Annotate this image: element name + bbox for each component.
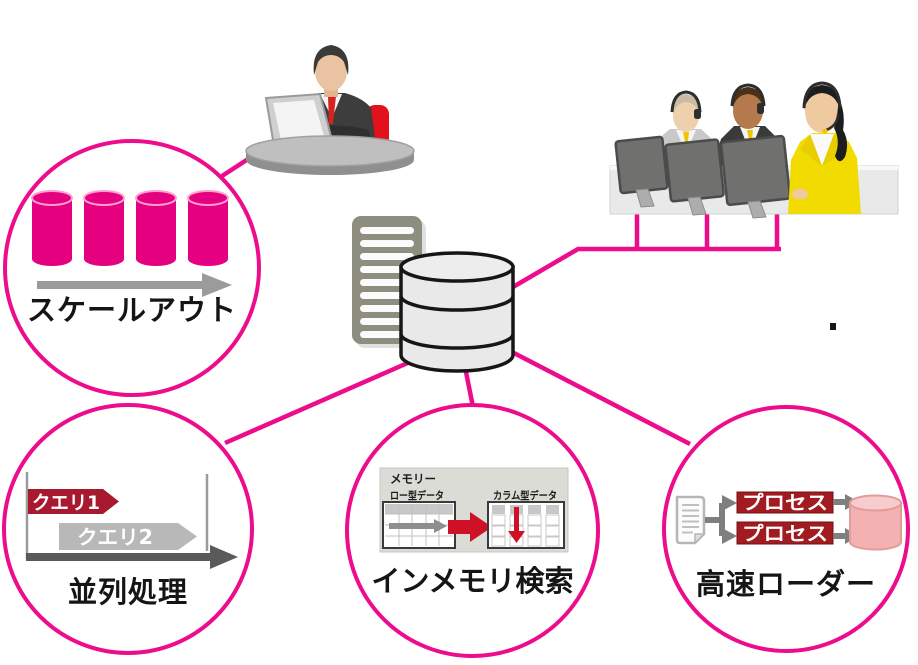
red-tie (328, 96, 336, 124)
inmemory-search-label: インメモリ検索 (371, 564, 574, 598)
parallel-processing-label: 並列処理 (67, 575, 188, 609)
round-table (245, 135, 415, 175)
connector-line (461, 361, 476, 408)
fast-loader-label: 高速ローダー (695, 567, 876, 601)
hair (313, 45, 349, 75)
three-operators-at-desk-illustration (609, 81, 899, 219)
database-cylinder-icon (399, 251, 515, 373)
stray-dot (830, 323, 836, 330)
user-with-laptop-illustration (245, 45, 415, 175)
inmemory-search-node (345, 403, 600, 658)
operator-3 (788, 81, 861, 214)
monitor-icon (614, 135, 669, 195)
suit-torso (288, 93, 377, 153)
connector-line (224, 359, 411, 446)
scale-out-node (3, 139, 261, 397)
scale-out-label: スケールアウト (26, 293, 237, 327)
parallel-processing-node (2, 403, 254, 655)
connector-line (220, 148, 264, 178)
operator-2 (712, 83, 785, 167)
laptop-icon (264, 92, 372, 148)
server-icon (352, 216, 426, 348)
headset-icon (730, 83, 766, 107)
fast-loader-node (662, 405, 910, 653)
connector-line (511, 246, 781, 289)
headset-icon (802, 81, 842, 109)
headset-icon (670, 90, 702, 113)
office-chair (366, 105, 389, 155)
operator-desk (609, 165, 899, 215)
monitor-icon (664, 138, 725, 203)
monitor-icon (719, 134, 792, 207)
operator-1 (648, 90, 720, 167)
keyboard-icon (785, 182, 855, 204)
head (315, 51, 347, 91)
headset-mic-icon (825, 114, 840, 132)
